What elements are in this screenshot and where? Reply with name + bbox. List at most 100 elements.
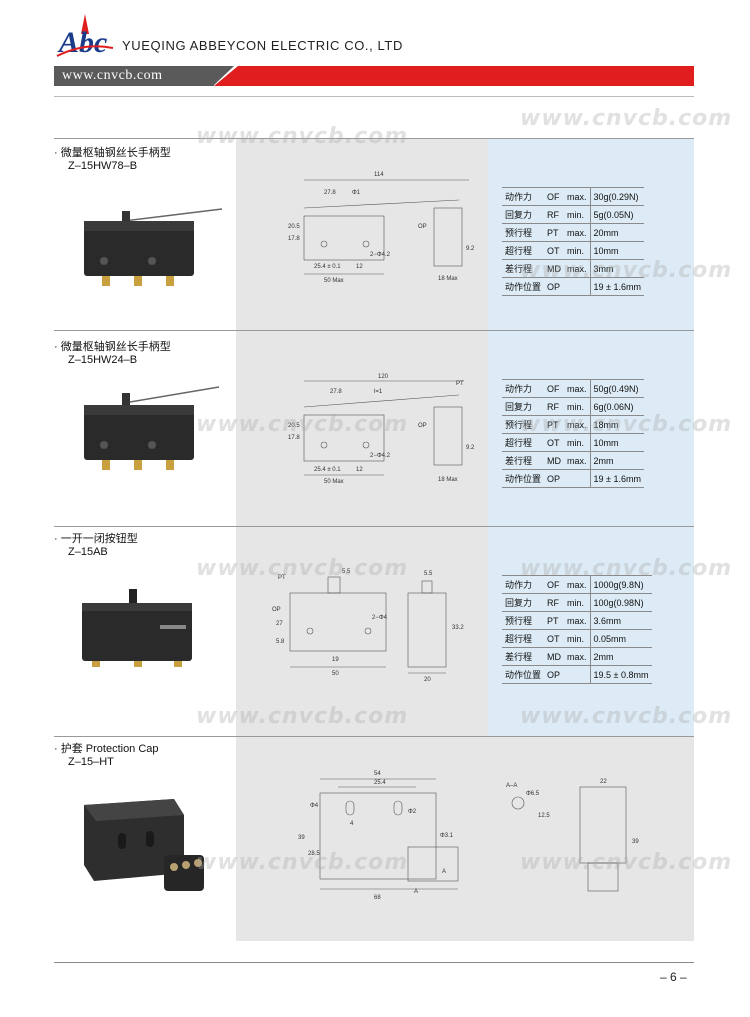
product-section-3: · 一开一闭按钮型 Z–15AB PT 5.5 OP 27 5.8 2−Φ4 1… [54, 526, 694, 737]
svg-text:25.4 ± 0.1: 25.4 ± 0.1 [314, 467, 341, 473]
svg-text:22: 22 [600, 779, 607, 785]
svg-text:20.5: 20.5 [288, 224, 300, 230]
watermark: www.cnvcb.com [520, 704, 733, 729]
svg-text:39: 39 [298, 835, 305, 841]
product-title: · 微量枢轴钢丝长手柄型 [54, 147, 171, 159]
svg-text:5.5: 5.5 [342, 569, 351, 575]
svg-text:4: 4 [350, 821, 354, 827]
svg-text:9.2: 9.2 [466, 246, 475, 252]
svg-text:Φ6.5: Φ6.5 [526, 791, 540, 797]
svg-text:20: 20 [424, 677, 431, 683]
svg-text:OP: OP [418, 224, 427, 230]
website-banner: www.cnvcb.com [54, 66, 694, 86]
product-title: · 微量枢轴钢丝长手柄型 [54, 341, 171, 353]
dimension-drawing: 120 27.8 l=1 PT 20.5 17.8 OP 2−Φ4.2 25.4… [288, 374, 475, 485]
svg-text:A: A [442, 869, 446, 875]
svg-text:54: 54 [374, 771, 381, 777]
svg-text:12: 12 [356, 264, 363, 270]
svg-text:68: 68 [374, 895, 381, 901]
watermark: www.cnvcb.com [196, 850, 409, 875]
dimension-drawing: 114 27.8 Φ1 20.5 17.8 OP 2−Φ4.2 25.4 ± 0… [288, 172, 475, 284]
svg-text:PT: PT [456, 381, 464, 387]
dimension-drawing: 54 25.4 Φ4 4 Φ2 39 28.5 Φ3.1 A A 68 A–A … [298, 771, 639, 901]
product-code: Z–15HW24–B [68, 354, 138, 366]
company-logo: Abc [56, 14, 114, 59]
svg-text:Φ4: Φ4 [310, 803, 319, 809]
watermark: www.cnvcb.com [520, 556, 733, 581]
svg-text:l=1: l=1 [374, 389, 383, 395]
svg-text:17.8: 17.8 [288, 435, 300, 441]
website-url[interactable]: www.cnvcb.com [62, 68, 163, 83]
svg-text:5.5: 5.5 [424, 571, 433, 577]
svg-text:12.5: 12.5 [538, 813, 550, 819]
watermark: www.cnvcb.com [196, 704, 409, 729]
svg-text:Φ1: Φ1 [352, 190, 361, 196]
svg-text:2−Φ4.2: 2−Φ4.2 [370, 252, 391, 258]
svg-text:50: 50 [332, 671, 339, 677]
product-code: Z–15–HT [68, 756, 114, 768]
svg-text:9.2: 9.2 [466, 445, 475, 451]
dimension-drawing: PT 5.5 OP 27 5.8 2−Φ4 19 50 5.5 33.2 20 [272, 569, 464, 683]
switch-photo [82, 589, 192, 667]
product-title: · 一开一闭按钮型 [54, 533, 138, 545]
svg-text:OP: OP [418, 423, 427, 429]
product-code: Z–15HW78–B [68, 160, 138, 172]
svg-text:25.4 ± 0.1: 25.4 ± 0.1 [314, 264, 341, 270]
svg-text:Φ3.1: Φ3.1 [440, 833, 454, 839]
svg-text:19: 19 [332, 657, 339, 663]
svg-text:27.8: 27.8 [324, 190, 336, 196]
page-header: Abc YUEQING ABBEYCON ELECTRIC CO., LTD w… [0, 0, 750, 97]
switch-photo [84, 386, 220, 470]
logo-letters: Abc [57, 26, 107, 59]
svg-text:5.8: 5.8 [276, 639, 285, 645]
watermark: www.cnvcb.com [520, 258, 733, 283]
svg-text:12: 12 [356, 467, 363, 473]
svg-text:50 Max: 50 Max [324, 479, 344, 485]
watermark: www.cnvcb.com [520, 850, 733, 875]
svg-text:114: 114 [374, 172, 384, 178]
svg-text:20.5: 20.5 [288, 423, 300, 429]
svg-text:50 Max: 50 Max [324, 278, 344, 284]
watermark: www.cnvcb.com [520, 412, 733, 437]
svg-text:PT: PT [278, 575, 286, 581]
switch-photo [84, 208, 223, 286]
page-number: – 6 – [660, 970, 687, 984]
svg-text:17.8: 17.8 [288, 236, 300, 242]
product-section-2: · 微量枢轴钢丝长手柄型 Z–15HW24–B 120 27.8 l=1 PT … [54, 330, 694, 527]
company-name: YUEQING ABBEYCON ELECTRIC CO., LTD [122, 38, 403, 53]
svg-text:33.2: 33.2 [452, 625, 464, 631]
svg-text:28.5: 28.5 [308, 851, 320, 857]
svg-text:2−Φ4: 2−Φ4 [372, 615, 388, 621]
svg-text:Φ2: Φ2 [408, 809, 417, 815]
watermark: www.cnvcb.com [196, 412, 409, 437]
watermark: www.cnvcb.com [196, 124, 409, 149]
svg-text:18 Max: 18 Max [438, 276, 458, 282]
svg-text:A–A: A–A [506, 783, 517, 789]
watermark: www.cnvcb.com [196, 556, 409, 581]
svg-text:25.4: 25.4 [374, 780, 386, 786]
product-code: Z–15AB [68, 546, 108, 558]
svg-text:27: 27 [276, 621, 283, 627]
svg-text:18 Max: 18 Max [438, 477, 458, 483]
footer-divider [54, 962, 694, 963]
svg-text:OP: OP [272, 607, 281, 613]
protection-cap-photo [84, 799, 204, 891]
